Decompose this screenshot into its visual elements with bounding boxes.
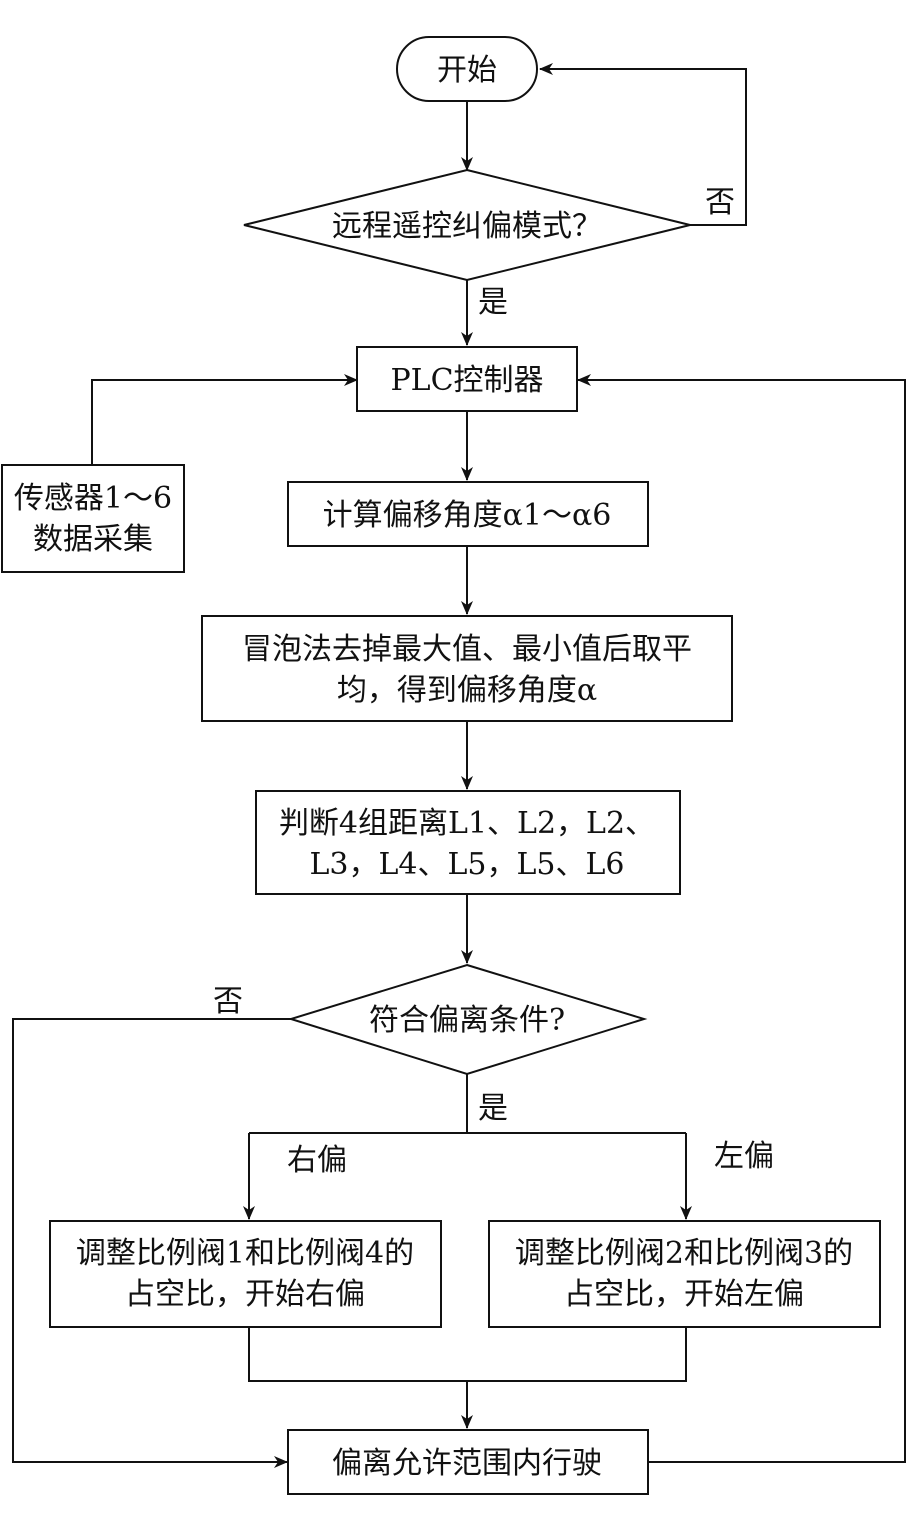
judge-distances-line-1: 判断4组距离L1、L2，L2、 — [279, 806, 655, 841]
edge-drive-loop-to-plc — [577, 374, 906, 1463]
adjust-left-line-2: 占空比，开始左偏 — [564, 1277, 804, 1312]
plc-controller-box — [356, 346, 578, 412]
mode-no-label: 否 — [705, 185, 735, 220]
bubble-average-line-2: 均，得到偏移角度α — [337, 673, 597, 708]
sensor-collect-box — [1, 464, 185, 573]
bubble-average-line-1: 冒泡法去掉最大值、最小值后取平 — [242, 632, 692, 667]
judge-distances-box — [255, 790, 681, 895]
adjust-right-line-1: 调整比例阀1和比例阀4的 — [76, 1236, 414, 1271]
deviation-check-label: 符合偏离条件? — [369, 1003, 565, 1038]
start-label: 开始 — [437, 53, 497, 88]
calc-angles-label: 计算偏移角度α1～α6 — [323, 498, 612, 533]
sensor-collect-line-2: 数据采集 — [33, 522, 153, 557]
dev-yes-label: 是 — [478, 1091, 508, 1126]
edge-mode-no-loop — [539, 63, 747, 226]
adjust-right-box — [49, 1220, 442, 1328]
calc-angles-box — [287, 481, 649, 547]
dev-no-label: 否 — [213, 984, 243, 1019]
mode-yes-label: 是 — [478, 285, 508, 320]
judge-distances-line-2: L3，L4、L5，L5、L6 — [309, 847, 624, 882]
mode-check-diamond — [243, 168, 691, 282]
right-bias-label: 右偏 — [287, 1143, 347, 1178]
edge-dev-no-to-drive — [12, 1018, 291, 1468]
adjust-left-line-1: 调整比例阀2和比例阀3的 — [515, 1236, 853, 1271]
bubble-average-box — [201, 615, 733, 722]
sensor-collect-line-1: 传感器1～6 — [14, 481, 172, 516]
drive-in-range-label: 偏离允许范围内行驶 — [332, 1446, 602, 1481]
left-bias-label: 左偏 — [714, 1139, 774, 1174]
adjust-right-line-2: 占空比，开始右偏 — [125, 1277, 365, 1312]
start-node — [396, 36, 538, 102]
mode-check-label: 远程遥控纠偏模式？ — [332, 209, 602, 244]
edge-merge-bar — [248, 1327, 687, 1382]
adjust-left-box — [488, 1220, 881, 1328]
plc-controller-label: PLC控制器 — [390, 363, 543, 398]
edge-sensor-to-plc — [91, 374, 358, 465]
drive-in-range-box — [287, 1429, 649, 1495]
deviation-check-diamond — [287, 963, 648, 1076]
